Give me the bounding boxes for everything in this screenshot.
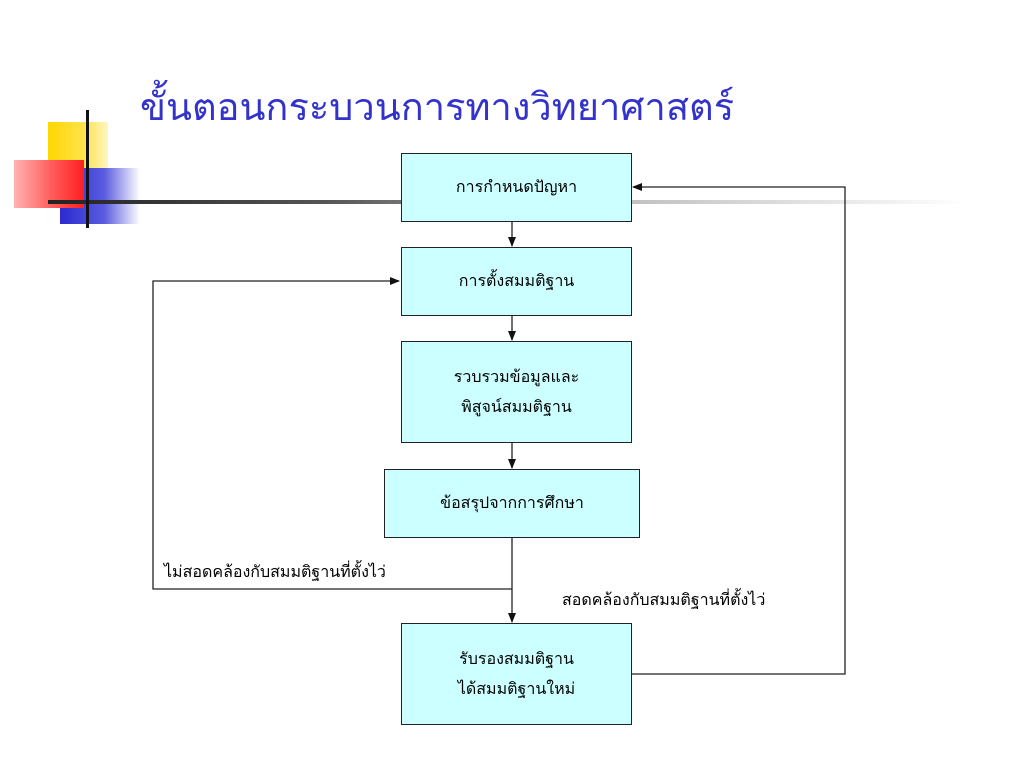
decor-vertical-rule bbox=[86, 110, 89, 228]
step-text: ข้อสรุปจากการศึกษา bbox=[440, 493, 584, 513]
step-text: การตั้งสมมติฐาน bbox=[458, 271, 575, 291]
step-collect-data: รวบรวมข้อมูลและ พิสูจน์สมมติฐาน bbox=[401, 341, 632, 443]
step-text: รับรองสมมติฐาน bbox=[459, 648, 574, 668]
step-hypothesis: การตั้งสมมติฐาน bbox=[401, 247, 632, 316]
step-define-problem: การกำหนดปัญหา bbox=[401, 153, 632, 222]
step-text: ได้สมมติฐานใหม่ bbox=[457, 679, 576, 698]
slide-title: ขั้นตอนกระบวนการทางวิทยาศาสตร์ bbox=[140, 85, 735, 129]
label-consistent: สอดคล้องกับสมมติฐานที่ตั้งไว่ bbox=[562, 590, 766, 609]
step-text: รวบรวมข้อมูลและ bbox=[453, 366, 580, 386]
feedback-loop-right bbox=[632, 183, 846, 675]
step-accept-hypothesis: รับรองสมมติฐาน ได้สมมติฐานใหม่ bbox=[401, 623, 632, 725]
step-text: การกำหนดปัญหา bbox=[455, 177, 578, 197]
step-conclusion: ข้อสรุปจากการศึกษา bbox=[384, 469, 640, 538]
step-text: พิสูจน์สมมติฐาน bbox=[461, 397, 572, 416]
feedback-loop-left bbox=[152, 277, 512, 590]
label-not-consistent: ไม่สอดคล้องกับสมมติฐานที่ตั้งไว่ bbox=[164, 562, 386, 581]
